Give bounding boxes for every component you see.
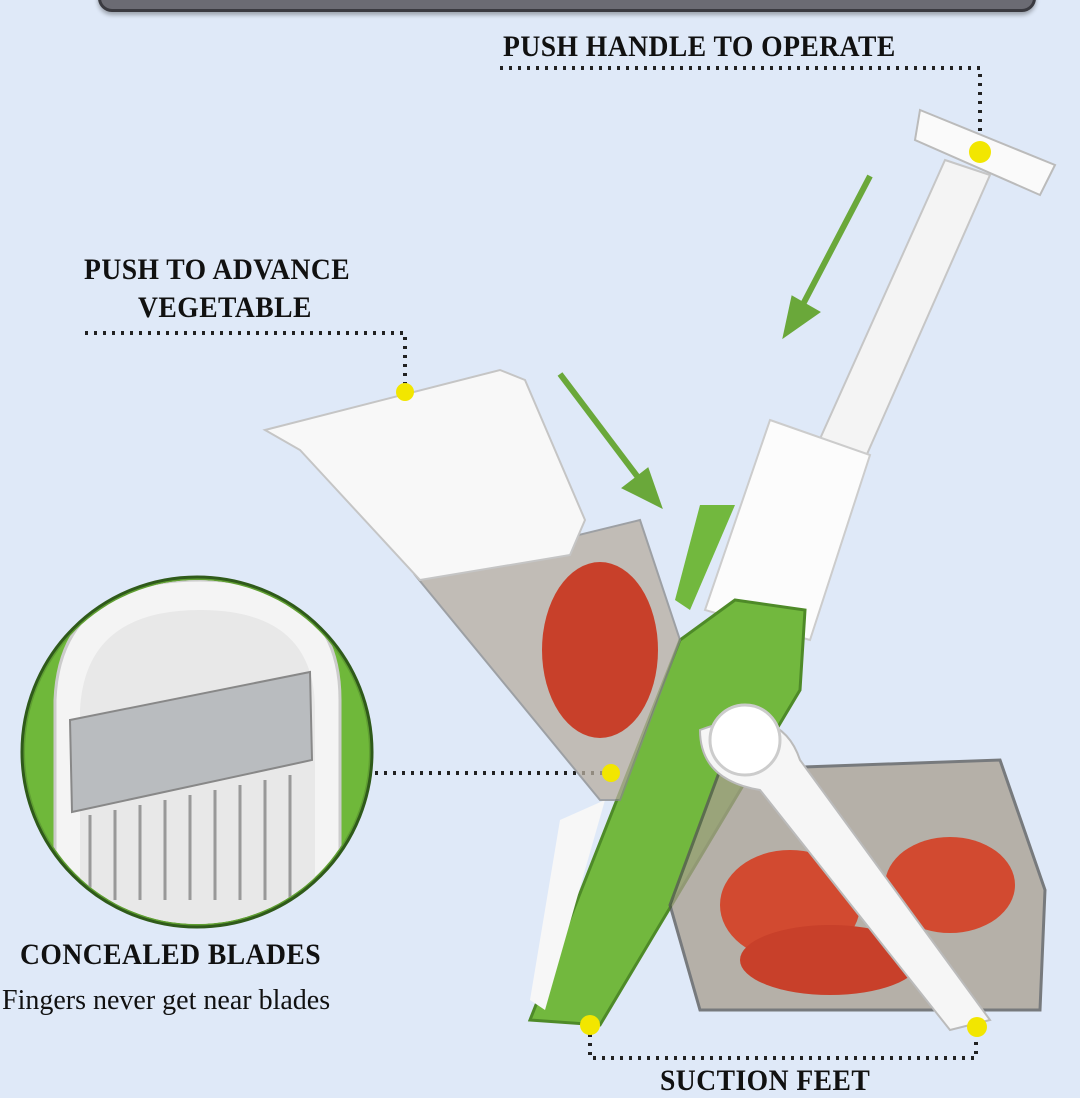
push-handle — [703, 108, 1057, 642]
label-blades-subtitle: Fingers never get near blades — [2, 985, 331, 1016]
marker-blades — [602, 764, 620, 782]
tomato-in-chute — [542, 562, 658, 738]
blade-icon — [68, 670, 314, 814]
label-suction-feet: SUCTION FEET — [660, 1064, 871, 1097]
label-push-advance-line1: PUSH TO ADVANCE — [84, 253, 351, 286]
blade-closeup — [20, 575, 374, 929]
marker-foot-right — [967, 1017, 987, 1037]
pivot-knob — [708, 703, 782, 777]
label-push-advance-line2: VEGETABLE — [138, 291, 312, 324]
marker-advance — [396, 383, 414, 401]
label-push-handle: PUSH HANDLE TO OPERATE — [503, 30, 896, 63]
arrows — [557, 174, 873, 509]
marker-handle — [969, 141, 991, 163]
leader-lines — [85, 66, 982, 1060]
marker-foot-left — [580, 1015, 600, 1035]
tomato-slice — [885, 837, 1015, 933]
tomato-slice — [740, 925, 920, 995]
vegetable-chute — [262, 368, 682, 801]
arrow-advance-head — [621, 467, 663, 509]
leader-handle — [500, 66, 982, 150]
arrow-handle-head — [782, 295, 821, 340]
label-concealed-blades: CONCEALED BLADES — [20, 938, 322, 971]
arrow-advance — [557, 372, 643, 482]
collection-tray — [668, 703, 1047, 1032]
leader-advance — [85, 331, 407, 390]
leader-feet — [588, 1025, 978, 1060]
arrow-handle — [797, 174, 873, 312]
